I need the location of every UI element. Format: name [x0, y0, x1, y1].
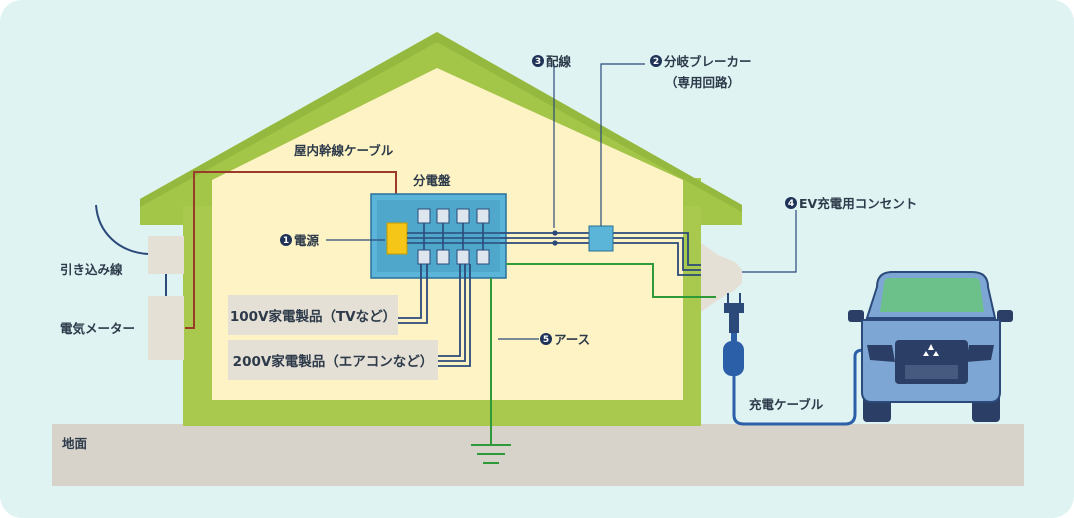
- svg-text:2: 2: [653, 57, 659, 67]
- meter-label: 電気メーター: [60, 321, 135, 336]
- ground-strip: [52, 424, 1024, 486]
- service-drop-label: 引き込み線: [60, 262, 123, 277]
- svg-text:3: 3: [535, 57, 541, 67]
- appliance-100v-box: [228, 295, 398, 335]
- indoor-trunk-cable: [185, 171, 397, 329]
- ground-symbol-icon: [471, 444, 511, 464]
- indoor-cable-label: 屋内幹線ケーブル: [294, 143, 394, 158]
- ev-outlet-label: EV充電用コンセント: [799, 196, 917, 211]
- wiring-junction: [552, 240, 558, 246]
- wiring-junction: [552, 230, 558, 236]
- wiring-200v: [438, 264, 471, 367]
- charge-cable-label: 充電ケーブル: [749, 397, 824, 412]
- numbered-badge-icon: 2: [650, 55, 662, 67]
- ev-outlet-housing: [701, 243, 742, 312]
- charge-cable: [732, 330, 873, 426]
- numbered-badge-icon: 3: [532, 55, 544, 67]
- service-drop-wire: [95, 204, 149, 255]
- earth-wiring: [490, 263, 716, 445]
- svg-text:1: 1: [283, 236, 289, 246]
- numbered-badge-icon: 4: [785, 197, 797, 209]
- service-drop-box: [148, 236, 184, 274]
- branch-sub-label: （専用回路）: [665, 75, 740, 90]
- car-icon: [848, 271, 1013, 422]
- svg-text:4: 4: [788, 199, 794, 209]
- plug-icon: [723, 293, 744, 376]
- leader-lines: [326, 63, 797, 340]
- panel-label: 分電盤: [413, 173, 451, 188]
- numbered-badge-icon: 1: [280, 234, 292, 246]
- appliance-200v-box: [228, 340, 438, 380]
- appliance-200v-label: 200V家電製品（エアコンなど）: [233, 353, 434, 370]
- wiring-100v: [397, 264, 428, 324]
- meter-box: [148, 296, 184, 360]
- busbars: [407, 223, 500, 250]
- wiring-label: 配線: [546, 54, 572, 69]
- appliance-100v-label: 100V家電製品（TVなど）: [230, 308, 396, 325]
- numbered-badge-icon: 5: [540, 333, 552, 345]
- branch-label: 分岐ブレーカー: [664, 54, 752, 69]
- ground-label: 地面: [62, 436, 88, 451]
- power-block: [386, 222, 408, 255]
- power-label: 電源: [294, 233, 320, 248]
- branch-breaker: [588, 225, 614, 252]
- svg-text:5: 5: [543, 335, 549, 345]
- earth-label: アース: [554, 332, 590, 347]
